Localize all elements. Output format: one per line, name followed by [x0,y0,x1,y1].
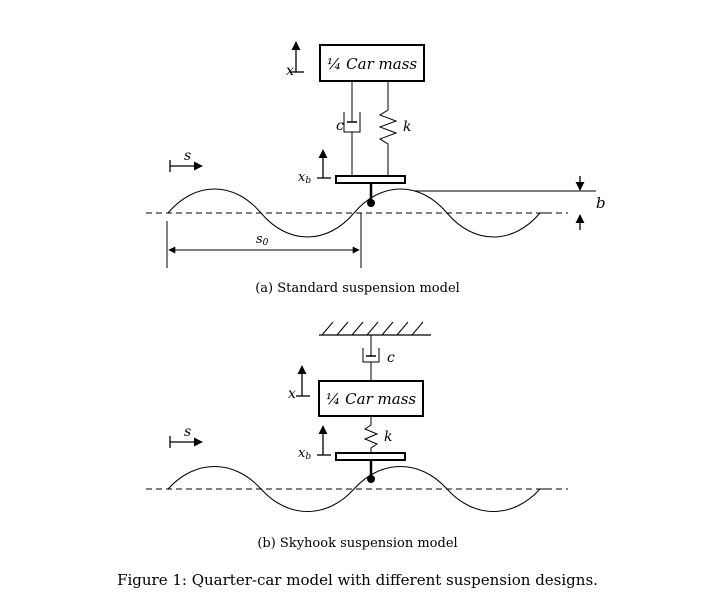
panel-a-damper-label: c [336,118,344,134]
panel-a-spring-label: k [403,119,411,135]
figure-caption: Figure 1: Quarter-car model with differe… [117,571,598,589]
panel-a-s-arrow-icon [169,160,203,172]
panel-b-spring-label: k [384,429,392,445]
panel-b-wheel-plate [335,452,406,461]
panel-a-damper [343,81,361,176]
panel-b-x-label: x [288,386,296,402]
panel-b-xb-arrow-icon [317,425,331,456]
panel-b-s-label: s [184,424,191,440]
panel-a-standard-model: ¼ Car mass x c k xb [146,41,606,268]
panel-a-xb-label: xb [298,170,311,186]
panel-b-mass-label: ¼ Car mass [326,390,417,408]
panel-a-road-profile [167,188,552,238]
panel-b-x-arrow-icon [296,365,310,397]
panel-a-mass-label: ¼ Car mass [327,55,418,73]
panel-b-s-arrow-icon [169,436,203,448]
panel-a-s-label: s [184,148,191,164]
panel-a-contact-point [367,199,375,207]
panel-a-b-label: b [596,194,606,212]
panel-b-damper-label: c [387,350,395,366]
panel-a-mass-box [319,44,425,82]
panel-b-caption: (b) Skyhook suspension model [257,536,458,551]
panel-b-mass-box [318,380,424,417]
panel-b-spring [363,416,379,453]
panel-b-road-profile [167,466,552,512]
panel-a-x-label: x [286,63,294,79]
panel-a-xb-arrow-icon [317,149,331,179]
panel-a-x-arrow-icon [290,41,304,73]
panel-a-spring [378,81,398,176]
panel-b-skyhook-damper [362,335,380,381]
panel-b-xb-label: xb [298,446,311,462]
panel-a-s0-label: s0 [256,232,269,248]
panel-b-fixed-ceiling [319,321,431,336]
panel-b-contact-point [367,475,375,483]
panel-b-skyhook-model: c ¼ Car mass x k xb s [146,321,568,512]
panel-a-caption: (a) Standard suspension model [255,281,460,296]
panel-a-wheel-plate [335,175,406,184]
